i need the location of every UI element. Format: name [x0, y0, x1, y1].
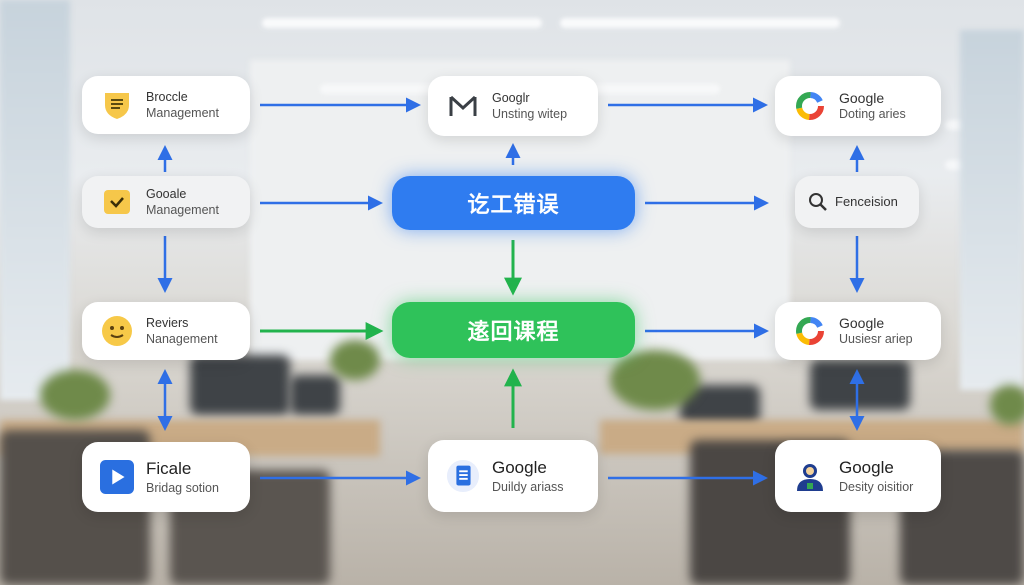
node-right-2-title: Fenceision	[835, 194, 898, 209]
node-mid-4-subtitle: Duildy ariass	[492, 480, 564, 494]
node-mid-4[interactable]: Google Duildy ariass	[428, 440, 598, 512]
node-mid-1-subtitle: Unsting witep	[492, 107, 568, 121]
node-left-1-title: Broccle	[146, 90, 188, 104]
node-mid-1-title: Googlr	[492, 91, 530, 105]
node-left-4-subtitle: Bridag sotion	[146, 481, 219, 495]
smiley-icon	[100, 314, 134, 348]
shield-list-icon	[100, 88, 134, 122]
docs-icon	[446, 459, 480, 493]
center-step-blue[interactable]: 讫工错误	[392, 176, 635, 230]
person-icon	[793, 459, 827, 493]
node-right-3-subtitle: Uusiesr ariep	[839, 332, 913, 346]
gmail-icon	[446, 89, 480, 123]
node-right-1[interactable]: Google Doting aries	[775, 76, 941, 136]
node-left-4-title: Ficale	[146, 459, 192, 478]
node-mid-4-title: Google	[492, 458, 547, 477]
folder-check-icon	[100, 185, 134, 219]
node-right-2[interactable]: Fenceision	[795, 176, 919, 228]
node-left-2[interactable]: Gooale Management	[82, 176, 250, 228]
node-right-1-subtitle: Doting aries	[839, 107, 906, 121]
node-left-3-subtitle: Nanagement	[146, 332, 218, 346]
node-right-1-title: Google	[839, 90, 885, 106]
google-g-icon	[793, 89, 827, 123]
node-left-2-title: Gooale	[146, 187, 187, 201]
play-icon	[100, 460, 134, 494]
node-left-3-title: Reviers	[146, 316, 189, 330]
node-right-3-title: Google	[839, 315, 885, 331]
search-icon	[807, 185, 829, 219]
node-right-4-title: Google	[839, 458, 894, 477]
node-right-4[interactable]: Google Desity oisitior	[775, 440, 941, 512]
node-left-4[interactable]: Ficale Bridag sotion	[82, 442, 250, 512]
node-left-3[interactable]: Reviers Nanagement	[82, 302, 250, 360]
google-g-icon	[793, 314, 827, 348]
node-left-1-subtitle: Management	[146, 106, 219, 120]
node-mid-1[interactable]: Googlr Unsting witep	[428, 76, 598, 136]
center-step-green[interactable]: 逺回课程	[392, 302, 635, 358]
node-left-1[interactable]: Broccle Management	[82, 76, 250, 134]
node-right-3[interactable]: Google Uusiesr ariep	[775, 302, 941, 360]
node-left-2-subtitle: Management	[146, 203, 219, 217]
node-right-4-subtitle: Desity oisitior	[839, 480, 914, 494]
